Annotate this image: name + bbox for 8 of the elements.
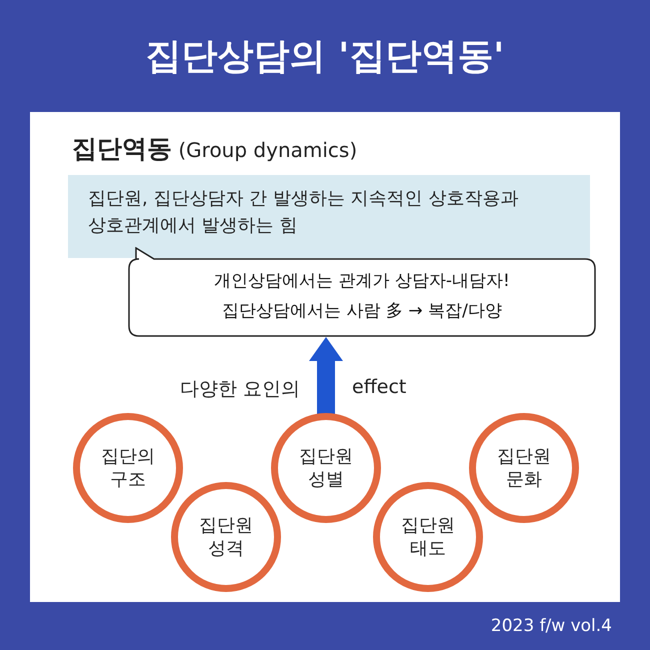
arrow: [309, 337, 343, 415]
definition-box: 집단원, 집단상담자 간 발생하는 지속적인 상호작용과 상호관계에서 발생하는 힘: [68, 175, 590, 258]
issue-caption: 2023 f/w vol.4: [490, 616, 612, 636]
arrow-caption: 다양한 요인의: [180, 377, 300, 402]
page-title: 집단상담의 '집단역동': [144, 35, 506, 79]
speech-bubble: 개인상담에서는 관계가 상담자-내담자! 집단상담에서는 사람 多 → 복잡/다양: [128, 247, 596, 337]
section-heading: 집단역동 (Group dynamics): [72, 133, 358, 165]
arrow-caption: effect: [352, 376, 406, 398]
